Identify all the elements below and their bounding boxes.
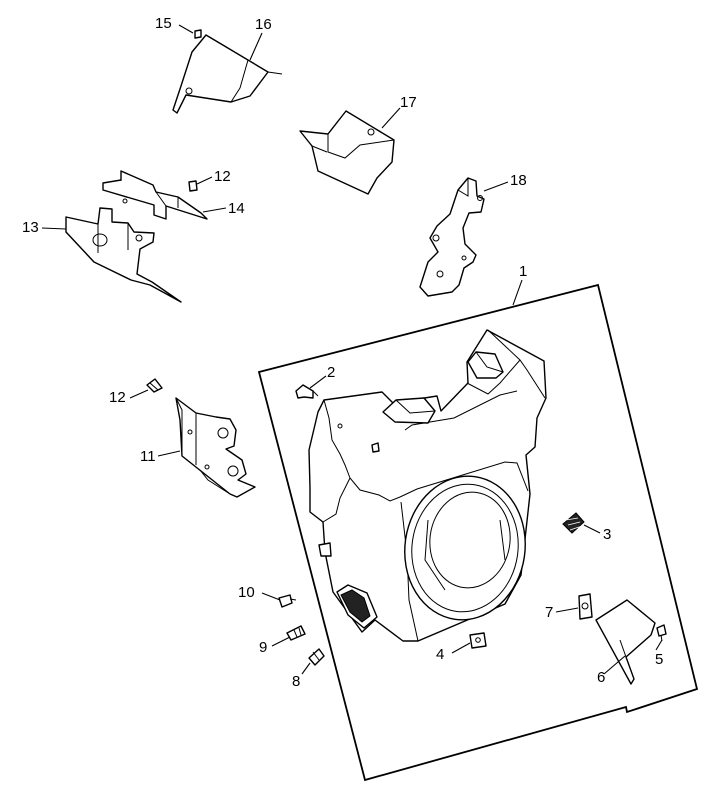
- part-9-stud: [286, 625, 306, 641]
- part-5-screw: [656, 624, 667, 642]
- part-6-cover-plate: [595, 599, 656, 685]
- callout-18: 18: [510, 172, 527, 189]
- callout-3: 3: [603, 526, 611, 543]
- callout-10: 10: [238, 584, 255, 601]
- part-3-spring: [562, 512, 585, 534]
- part-15-screw: [194, 29, 202, 39]
- callout-1: 1: [519, 263, 527, 280]
- callout-12-top: 12: [214, 168, 231, 185]
- callout-7: 7: [545, 604, 553, 621]
- callout-4: 4: [436, 646, 444, 663]
- part-16-bracket: [172, 34, 283, 114]
- callout-16: 16: [255, 16, 272, 33]
- assembly-frame: [257, 283, 699, 782]
- part-4-nut: [469, 632, 487, 649]
- part-14-bracket: [102, 170, 208, 220]
- callout-6: 6: [597, 669, 605, 686]
- part-11-mount-bracket: [175, 397, 256, 498]
- part-10-screw: [278, 594, 297, 608]
- callout-11: 11: [140, 448, 156, 465]
- callout-12-lower: 12: [109, 389, 126, 406]
- part-7-clip-nut: [578, 593, 593, 620]
- part-2-clip: [295, 384, 319, 399]
- callout-15: 15: [155, 15, 172, 32]
- part-1-blower-housing: [308, 329, 547, 642]
- part-13-heat-shield: [65, 207, 182, 303]
- callout-5: 5: [655, 651, 663, 668]
- part-17-shroud: [299, 110, 395, 195]
- leader-lines: [41, 24, 663, 675]
- callout-13: 13: [22, 219, 39, 236]
- part-18-bracket: [419, 177, 485, 297]
- part-12-screw-lower: [146, 378, 163, 393]
- callout-17: 17: [400, 94, 417, 111]
- part-12-screw-top: [188, 180, 198, 192]
- callout-2: 2: [327, 364, 335, 381]
- callout-14: 14: [228, 200, 245, 217]
- part-8-fitting: [308, 648, 325, 666]
- callout-8: 8: [292, 673, 300, 690]
- callout-9: 9: [259, 639, 267, 656]
